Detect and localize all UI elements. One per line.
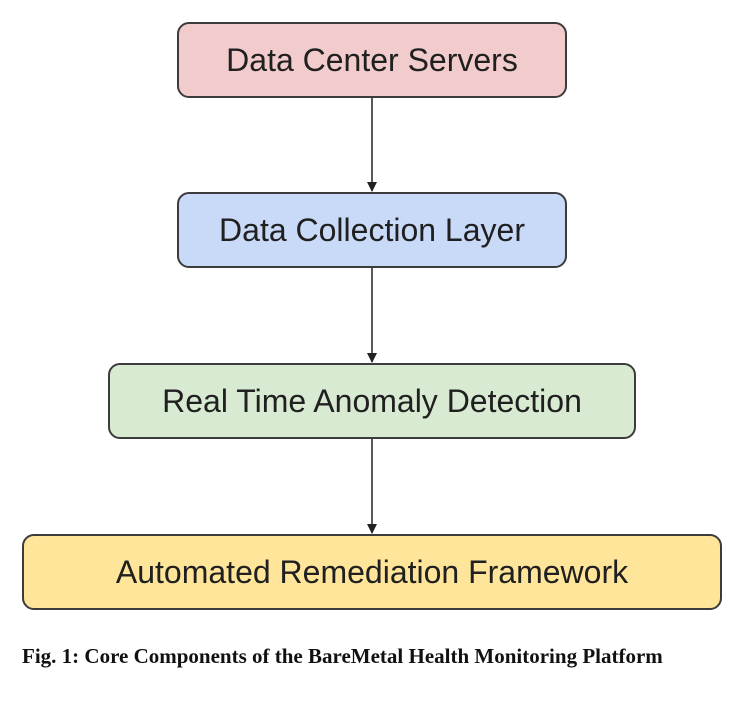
node-label: Data Center Servers xyxy=(226,41,518,78)
diagram-arrows xyxy=(367,98,377,534)
node-real-time-anomaly-detection: Real Time Anomaly Detection xyxy=(108,363,636,439)
node-data-collection-layer: Data Collection Layer xyxy=(177,192,567,268)
node-data-center-servers: Data Center Servers xyxy=(177,22,567,98)
flow-diagram: Data Center Servers Data Collection Laye… xyxy=(22,22,722,610)
figure-caption: Fig. 1: Core Components of the BareMetal… xyxy=(22,644,663,668)
node-label: Real Time Anomaly Detection xyxy=(162,382,582,419)
node-automated-remediation-framework: Automated Remediation Framework xyxy=(22,534,722,610)
node-label: Data Collection Layer xyxy=(219,211,525,248)
node-label: Automated Remediation Framework xyxy=(115,553,629,590)
